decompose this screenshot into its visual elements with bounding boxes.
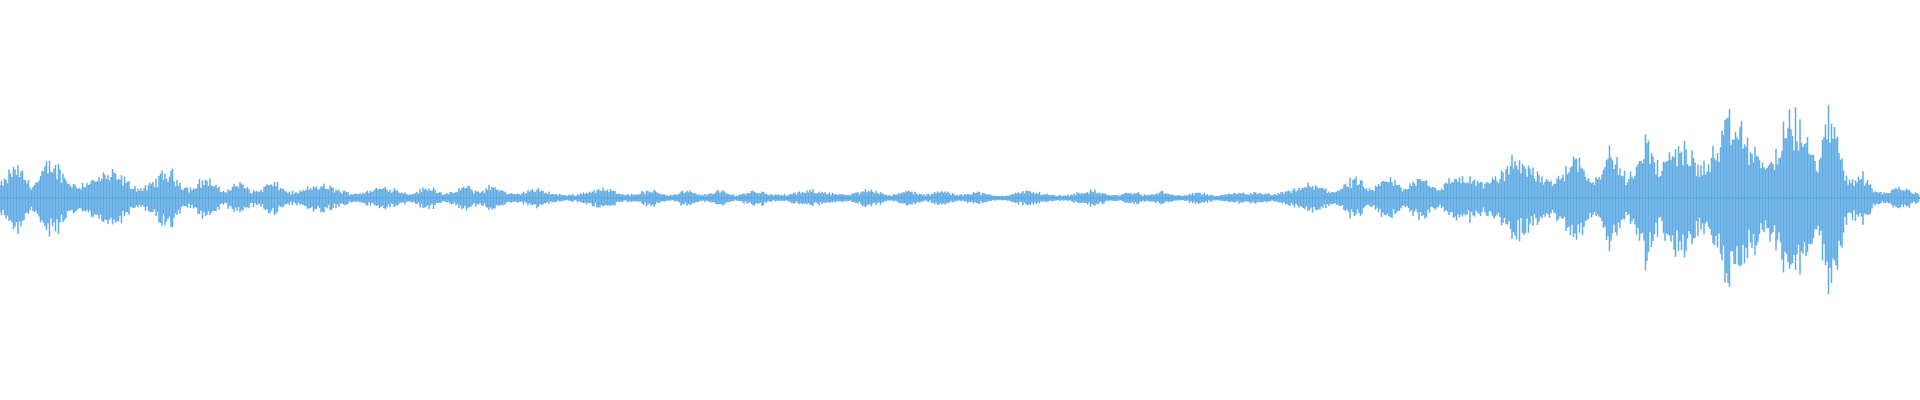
waveform-bars (0, 105, 1920, 295)
